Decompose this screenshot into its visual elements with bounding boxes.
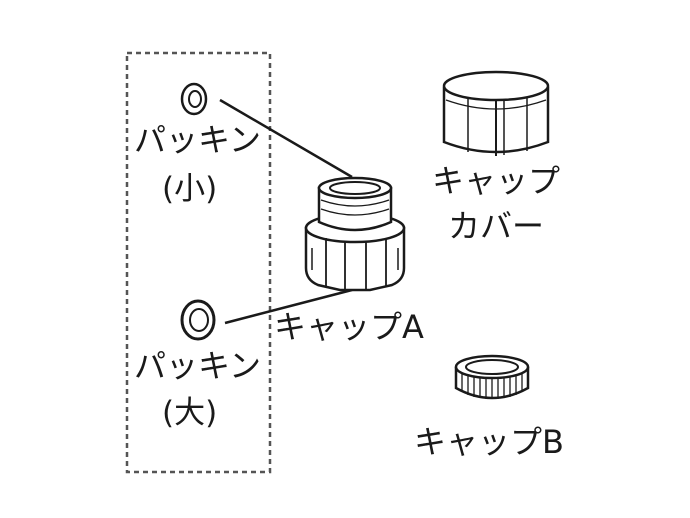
label-cap-cover-line2: カバー	[448, 207, 545, 245]
label-cap-cover-line1: キャップ	[432, 162, 561, 200]
packing-small-part	[180, 82, 208, 116]
packing-group-box	[125, 51, 272, 474]
label-cap-a: キャップA	[274, 308, 424, 346]
leader-line-packing-large	[224, 288, 353, 325]
label-packing-small-size: (小)	[162, 171, 218, 207]
cap-cover-part	[442, 70, 550, 156]
label-packing-small: パッキン	[134, 121, 262, 159]
label-cap-b: キャップB	[414, 423, 564, 461]
cap-b-part	[454, 354, 530, 400]
label-packing-large-size: (大)	[162, 395, 218, 431]
packing-large-part	[180, 299, 216, 341]
cap-a-part	[304, 176, 406, 292]
leader-line-packing-small	[219, 98, 353, 179]
label-packing-large: パッキン	[134, 347, 262, 385]
